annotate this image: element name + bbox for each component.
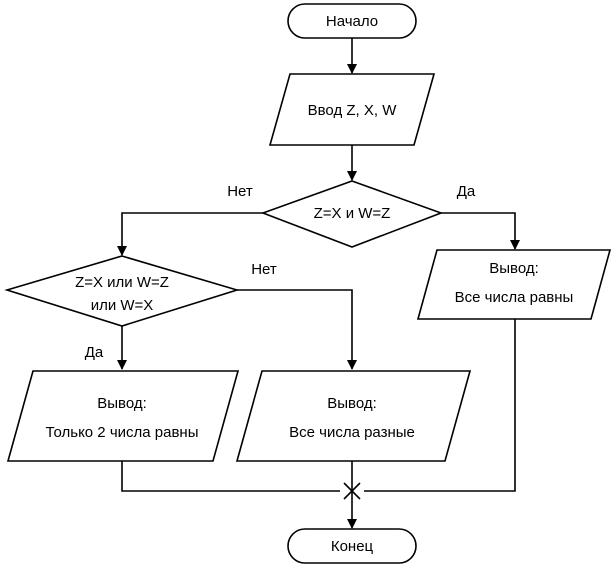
output-all-different-line1: Вывод:	[327, 395, 377, 412]
decision-2-line1: Z=X или W=Z	[75, 274, 169, 291]
edge-label-cond1-no: Нет	[227, 183, 253, 200]
edge-cond2-no	[237, 289, 357, 370]
input-label: Ввод Z, X, W	[308, 102, 398, 119]
end-label: Конец	[331, 538, 374, 555]
output-two-equal-node: Вывод: Только 2 числа равны	[6, 370, 240, 462]
decision-1-label: Z=X и W=Z	[314, 205, 391, 222]
edge-label-cond2-no: Нет	[251, 261, 277, 278]
decision-node-2: Z=X или W=Z или W=X	[4, 255, 240, 327]
output-two-equal-line2: Только 2 числа равны	[46, 424, 199, 441]
edge-two-equal-merge	[121, 461, 340, 492]
output-all-different-line2: Все числа разные	[289, 424, 415, 441]
output-all-equal-node: Вывод: Все числа равны	[416, 249, 612, 320]
output-all-equal-line1: Вывод:	[489, 260, 539, 277]
decision-node-1: Z=X и W=Z	[260, 180, 444, 248]
output-all-equal-line2: Все числа равны	[455, 289, 574, 306]
start-label: Начало	[326, 13, 378, 30]
edge-label-cond1-yes: Да	[457, 183, 476, 200]
edge-cond1-no	[117, 212, 263, 256]
input-node: Ввод Z, X, W	[268, 73, 436, 146]
output-all-different-node: Вывод: Все числа разные	[235, 370, 472, 462]
edge-all-equal-merge	[364, 319, 516, 492]
start-node: Начало	[287, 3, 417, 39]
decision-2-line2: или W=X	[91, 297, 154, 314]
end-node: Конец	[287, 528, 417, 564]
edge-cond1-yes	[441, 212, 520, 250]
edge-label-cond2-yes: Да	[85, 344, 104, 361]
output-two-equal-line1: Вывод:	[97, 395, 147, 412]
